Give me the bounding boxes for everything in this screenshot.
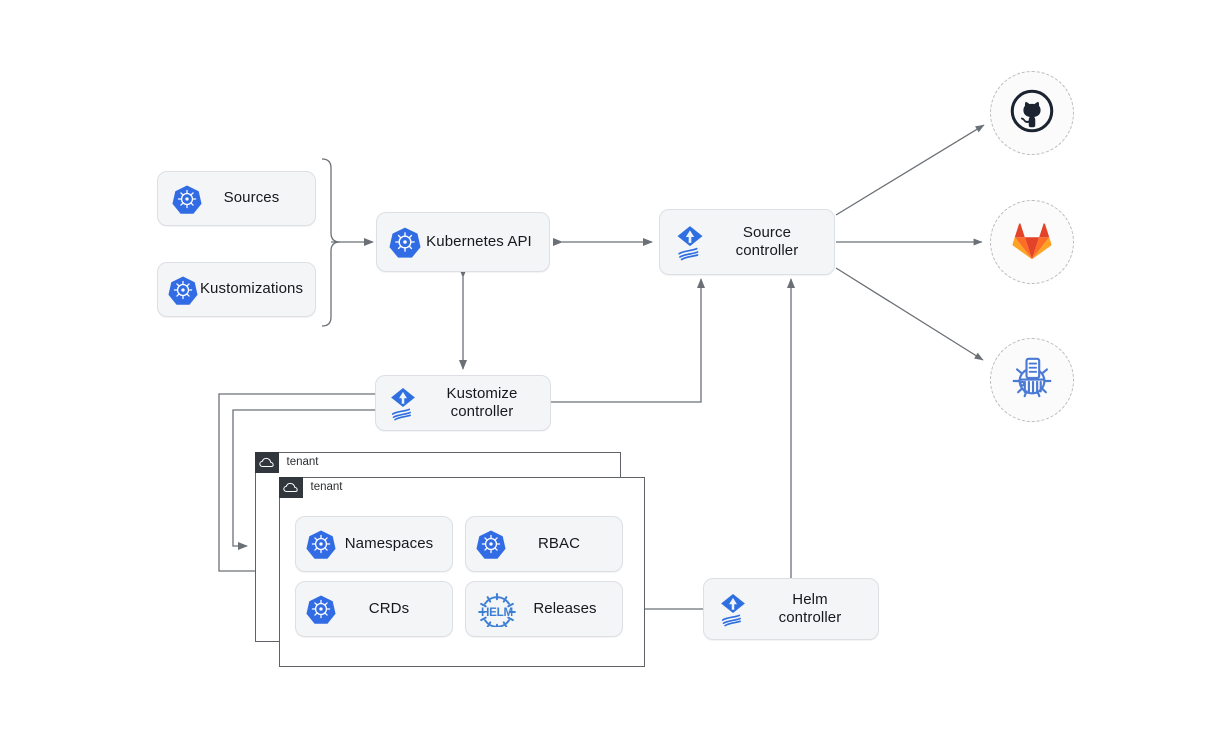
node-label: RBAC xyxy=(537,534,581,552)
node-label: Helm controller xyxy=(778,590,842,626)
kubernetes-icon xyxy=(476,529,506,559)
edge-source-controller-to-registry xyxy=(835,267,984,361)
provider-registry[interactable] xyxy=(990,338,1074,422)
kubernetes-icon xyxy=(168,275,198,305)
tenant-header: tenant xyxy=(254,451,319,473)
github-icon xyxy=(1009,88,1055,139)
tenant-header: tenant xyxy=(278,476,343,498)
node-label: Namespaces xyxy=(344,534,434,552)
kubernetes-icon xyxy=(306,529,336,559)
provider-github[interactable] xyxy=(990,71,1074,155)
flux-icon xyxy=(670,222,710,262)
node-kubernetes-api[interactable]: Kubernetes API xyxy=(376,212,550,272)
cloud-icon xyxy=(254,451,279,473)
node-label: Kustomizations xyxy=(199,280,304,298)
provider-gitlab[interactable] xyxy=(990,200,1074,284)
svg-text:HELM: HELM xyxy=(481,606,513,619)
tenant-label: tenant xyxy=(286,456,319,468)
kubernetes-icon xyxy=(172,184,202,214)
edge-kustomize-controller-to-source-controller xyxy=(551,278,705,403)
edge-source-controller-to-github xyxy=(835,124,985,216)
edge-custom-resources-bracket xyxy=(321,158,341,327)
node-helm-controller[interactable]: Helm controller xyxy=(703,578,879,640)
helm-chart-registry-icon xyxy=(1008,354,1056,407)
flux-icon xyxy=(384,384,422,422)
node-kustomizations[interactable]: Kustomizations xyxy=(157,262,316,317)
node-label: Sources xyxy=(223,189,280,207)
node-label: CRDs xyxy=(368,599,410,617)
node-source-controller[interactable]: Source controller xyxy=(659,209,835,275)
node-kustomize-controller[interactable]: Kustomize controller xyxy=(375,375,551,431)
node-rbac[interactable]: RBAC xyxy=(465,516,623,572)
kubernetes-icon xyxy=(306,594,336,624)
node-label: Kubernetes API xyxy=(426,232,532,250)
node-label: Source controller xyxy=(735,223,799,259)
kubernetes-icon xyxy=(389,226,421,258)
node-releases[interactable]: HELM Releases xyxy=(465,581,623,637)
node-label: Kustomize controller xyxy=(446,384,518,420)
node-sources[interactable]: Sources xyxy=(157,171,316,226)
tenant-inner[interactable]: tenant xyxy=(278,476,645,667)
helm-icon: HELM xyxy=(476,591,518,627)
gitlab-icon xyxy=(1010,219,1054,266)
cloud-icon xyxy=(278,476,303,498)
node-label: Releases xyxy=(533,599,597,617)
tenant-label: tenant xyxy=(310,481,343,493)
node-crds[interactable]: CRDs xyxy=(295,581,453,637)
node-namespaces[interactable]: Namespaces xyxy=(295,516,453,572)
flux-icon xyxy=(714,590,752,628)
